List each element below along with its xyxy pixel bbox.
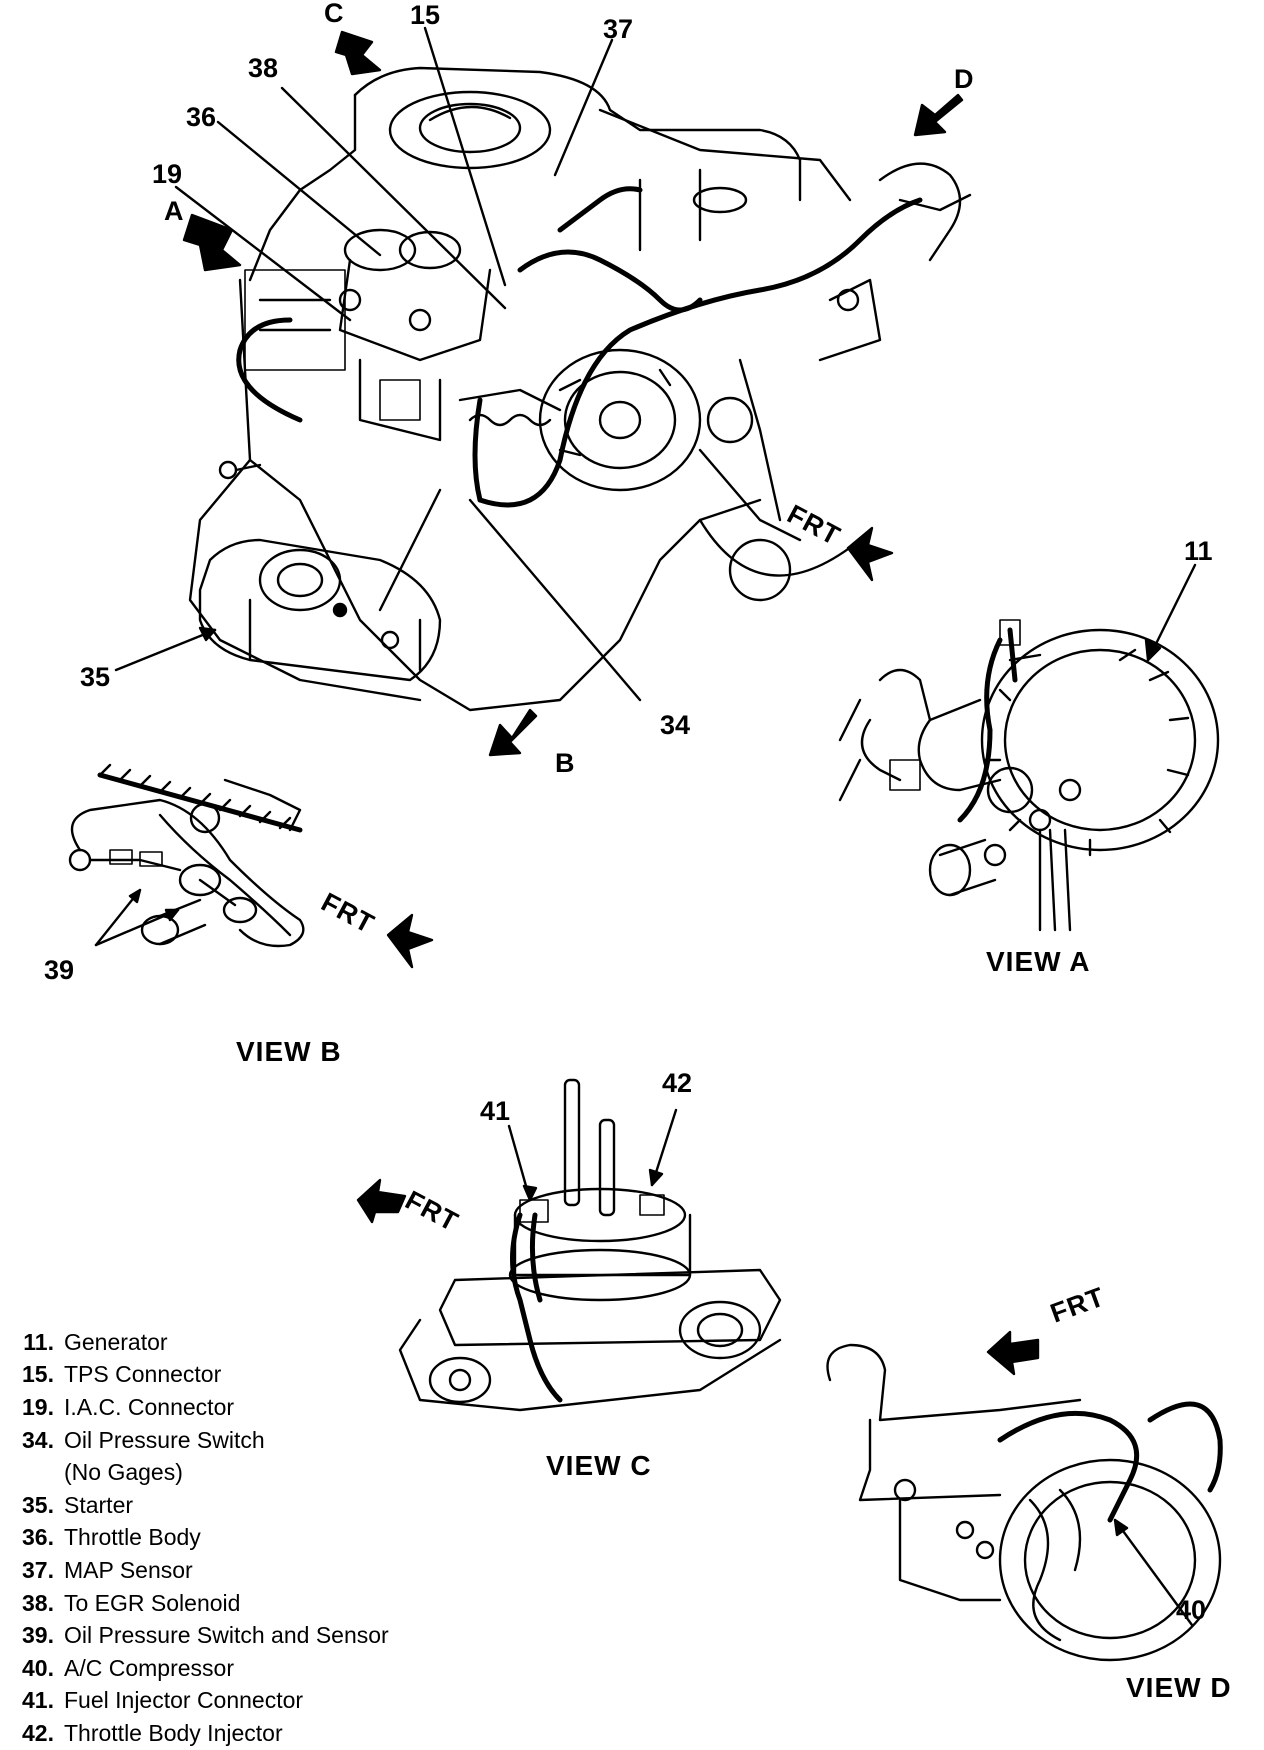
legend-row: (No Gages) [2, 1456, 482, 1489]
callout-42: 42 [662, 1068, 693, 1098]
legend-number: 42. [22, 1719, 54, 1746]
legend-text: Throttle Body Injector [64, 1719, 283, 1746]
callout-34: 34 [660, 710, 691, 740]
legend-row: 41. Fuel Injector Connector [2, 1685, 482, 1718]
legend-text: Throttle Body [64, 1524, 201, 1551]
view-a-title: VIEW A [986, 946, 1091, 977]
legend-row: 38. To EGR Solenoid [2, 1587, 482, 1620]
callout-40: 40 [1176, 1595, 1207, 1625]
engine-main-view [188, 66, 972, 712]
frt-arrow-main-icon [846, 526, 894, 582]
legend-number: 34. [22, 1426, 54, 1453]
legend-number: 36. [22, 1524, 54, 1551]
legend-text: To EGR Solenoid [64, 1589, 241, 1616]
frt-arrow-c-icon [356, 1178, 407, 1224]
view-d-title: VIEW D [1126, 1672, 1232, 1703]
view-c-drawing [398, 1078, 782, 1412]
callout-36: 36 [186, 102, 217, 132]
legend-text: Fuel Injector Connector [64, 1687, 304, 1714]
legend-text: Oil Pressure Switch and Sensor [64, 1622, 389, 1649]
view-a-arrow-icon [182, 213, 242, 272]
legend-row: 40. A/C Compressor [2, 1652, 482, 1685]
legend-text: I.A.C. Connector [64, 1393, 235, 1420]
view-b-drawing [68, 763, 305, 948]
legend-number: 35. [22, 1491, 54, 1518]
legend-row: 37. MAP Sensor [2, 1554, 482, 1587]
main-leader-lines [114, 26, 1197, 702]
legend-text: Oil Pressure Switch [64, 1426, 265, 1453]
view-a-drawing [838, 619, 1220, 932]
legend-row: 36. Throttle Body [2, 1522, 482, 1555]
view-arrow-label-c: C [324, 0, 344, 28]
callout-41: 41 [480, 1096, 511, 1126]
legend-row: 15. TPS Connector [2, 1359, 482, 1392]
callout-35: 35 [80, 662, 111, 692]
callout-15: 15 [410, 0, 441, 30]
legend-number: 19. [22, 1393, 54, 1420]
view-c-title: VIEW C [546, 1450, 652, 1481]
callout-19: 19 [152, 159, 183, 189]
callout-38: 38 [248, 53, 279, 83]
legend-number: 37. [22, 1556, 54, 1583]
legend-row: 19. I.A.C. Connector [2, 1391, 482, 1424]
view-c-arrow-icon [334, 30, 382, 76]
view-b-title: VIEW B [236, 1036, 342, 1067]
view-arrow-label-d: D [954, 64, 974, 94]
legend-row: 42. Throttle Body Injector [2, 1717, 482, 1750]
legend-number: 15. [22, 1361, 54, 1388]
legend-number: 40. [22, 1654, 54, 1681]
legend-row: 11. Generator [2, 1326, 482, 1359]
frt-arrow-b-icon [386, 913, 434, 969]
view-b-arrow-icon [488, 708, 538, 757]
legend-number: 11. [23, 1328, 54, 1355]
legend-row: 39. Oil Pressure Switch and Sensor [2, 1619, 482, 1652]
view-arrow-label-b: B [555, 748, 575, 778]
component-legend: 11. Generator 15. TPS Connector 19. I.A.C. … [2, 1326, 482, 1750]
legend-row: 35. Starter [2, 1489, 482, 1522]
callout-11: 11 [1184, 536, 1213, 566]
legend-row: 34. Oil Pressure Switch [2, 1424, 482, 1457]
legend-text: (No Gages) [64, 1459, 183, 1486]
view-arrow-label-a: A [164, 196, 184, 226]
legend-number: 39. [22, 1622, 54, 1649]
legend-number: 38. [22, 1589, 54, 1616]
legend-number: 41. [22, 1687, 54, 1714]
frt-arrows [356, 526, 1040, 1376]
legend-text: A/C Compressor [64, 1654, 234, 1681]
callout-39: 39 [44, 955, 75, 985]
legend-text: TPS Connector [64, 1361, 222, 1388]
callout-37: 37 [603, 14, 634, 44]
view-d-drawing [826, 1343, 1223, 1662]
legend-text: MAP Sensor [64, 1556, 193, 1583]
legend-text: Starter [64, 1491, 134, 1518]
legend-text: Generator [64, 1328, 168, 1355]
view-d-arrow-icon [913, 93, 964, 137]
view-arrows [182, 30, 964, 757]
frt-arrow-d-icon [986, 1330, 1040, 1376]
